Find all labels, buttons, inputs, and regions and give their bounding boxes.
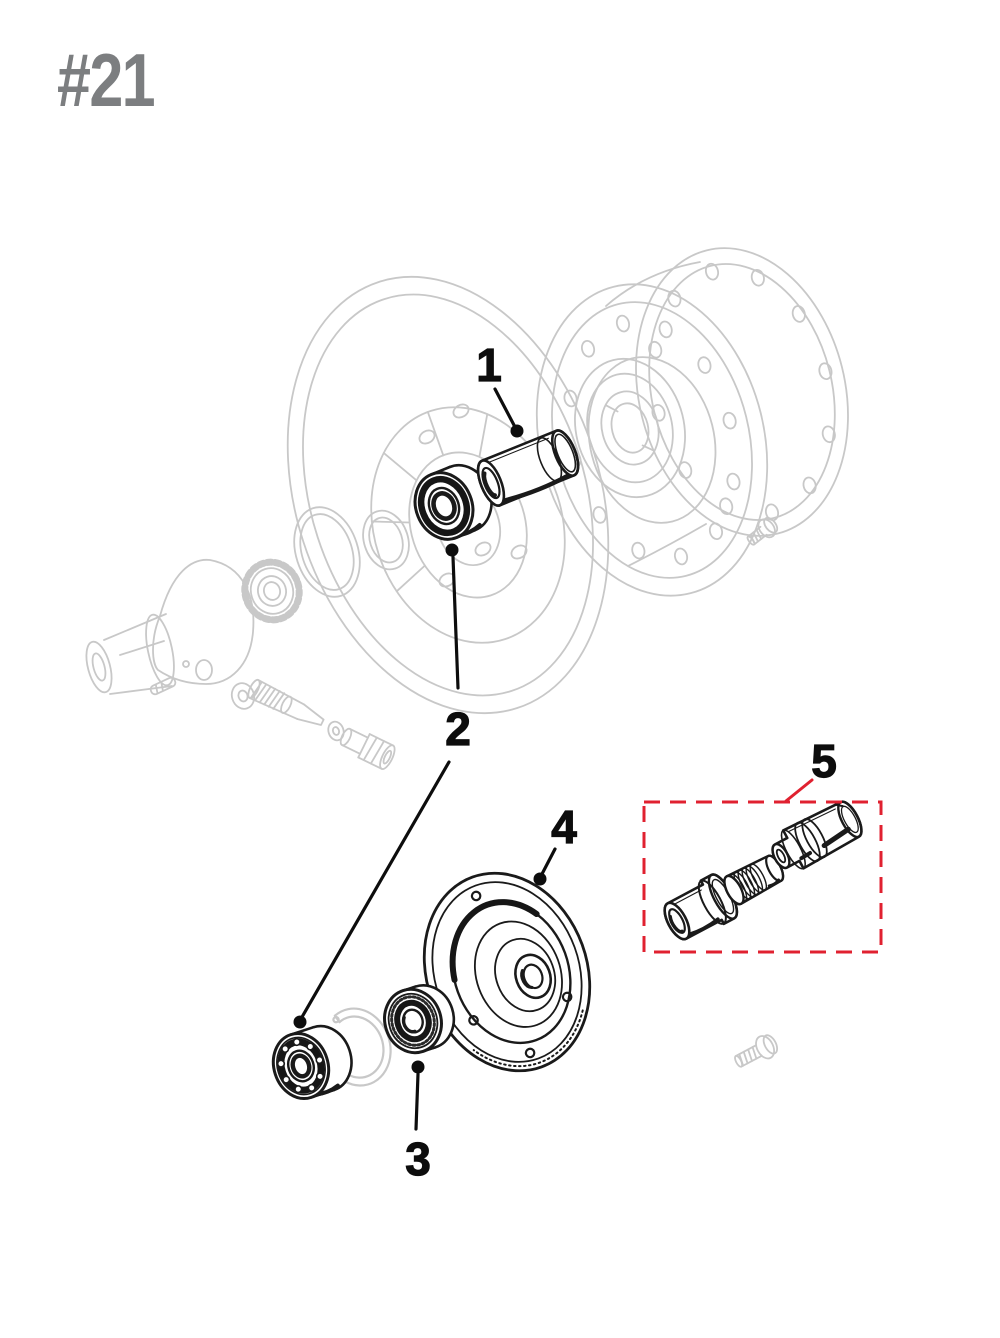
part-2-bearing-upper [413,463,493,541]
part-5-shaft-kit [663,800,863,941]
leader-dot-2a [445,543,459,557]
part-5-shaft [771,800,863,870]
leader-dot-1 [510,424,524,438]
pin-faded [149,676,177,696]
callout-2-label[interactable]: 2 [445,702,472,755]
leader-line-2a [451,555,460,690]
part-3-seal [383,984,456,1055]
part-5-highlight-box [642,800,883,954]
callout-1[interactable]: 1 [476,338,524,438]
callout-5-label[interactable]: 5 [811,734,838,787]
leader-line-1 [493,387,517,429]
wheel-hub-faded [535,247,849,597]
figure-number: #21 [57,38,154,122]
callout-5[interactable]: 5 [784,734,838,803]
leader-line-5 [784,778,814,803]
leader-line-2b [300,760,451,1019]
callout-4[interactable]: 4 [533,800,578,886]
callout-4-label[interactable]: 4 [551,800,578,853]
callout-1-label[interactable]: 1 [476,338,503,391]
part-2-bearing-lower [271,1024,353,1100]
screw-middle-faded [746,516,779,546]
leader-dot-4 [533,872,547,886]
part-4-bearing-cover [422,871,592,1073]
screw-bottom-faded [734,1034,779,1068]
callout-3[interactable]: 3 [405,1060,432,1186]
part-1-spacer [476,429,580,507]
gear-faded [241,558,303,624]
worm-gear-faded [247,678,325,726]
callout-3-label[interactable]: 3 [405,1132,432,1185]
callout-2[interactable]: 2 [293,543,472,1029]
part-5-bushing [663,873,739,941]
leader-line-4 [540,847,557,876]
gasket-faded [362,509,410,571]
oring-faded [293,506,361,598]
leader-dot-2b [293,1015,307,1029]
washer-small-faded [327,720,345,742]
leader-dot-3 [411,1060,425,1074]
drive-housing-faded [85,558,255,695]
coupling-faded [339,727,396,770]
leader-line-3 [414,1072,420,1131]
